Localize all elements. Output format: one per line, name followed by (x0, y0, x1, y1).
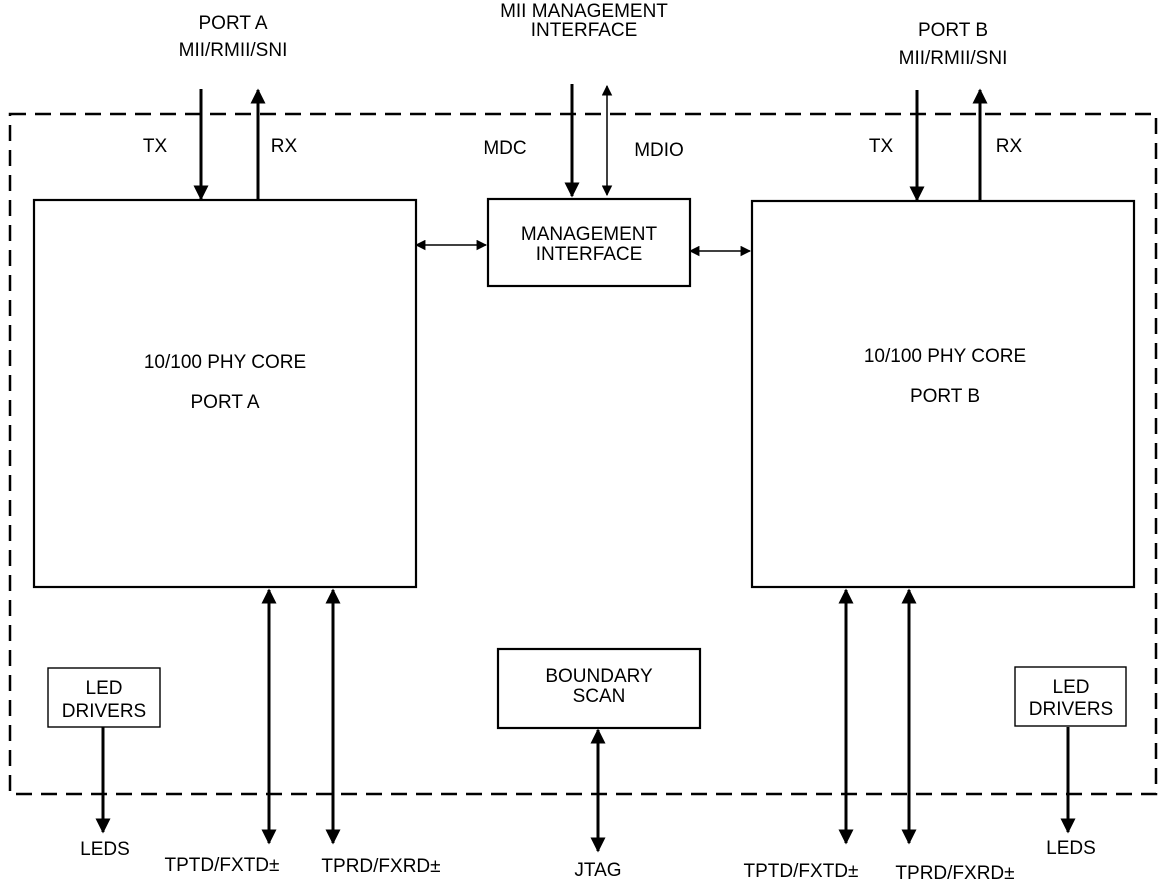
port-b-subtitle: MII/RMII/SNI (899, 48, 1008, 69)
port-b-tprd-label: TPRD/FXRD± (895, 863, 1014, 884)
mii-mgmt-line2: INTERFACE (531, 20, 638, 41)
phy-core-a-line1: 10/100 PHY CORE (144, 352, 306, 373)
mgmt-box-line2: INTERFACE (536, 244, 643, 265)
port-a-title: PORT A (199, 13, 268, 34)
port-b-tptd-label: TPTD/FXTD± (744, 861, 859, 882)
led-drivers-b-line2: DRIVERS (1029, 699, 1113, 720)
phy-core-a-box (32, 198, 418, 589)
port-a-tprd-label: TPRD/FXRD± (321, 856, 440, 877)
led-drivers-a-line1: LED (86, 678, 123, 699)
led-drivers-b-line1: LED (1053, 677, 1090, 698)
port-b-title: PORT B (918, 20, 988, 41)
phy-core-b-line1: 10/100 PHY CORE (864, 346, 1026, 367)
led-drivers-a-line2: DRIVERS (62, 701, 146, 722)
jtag-label: JTAG (574, 860, 621, 881)
mdc-label: MDC (483, 138, 526, 159)
phy-core-b-line2: PORT B (910, 386, 980, 407)
port-b-rx-label: RX (996, 136, 1023, 157)
leds-a-label: LEDS (80, 839, 130, 860)
phy-core-a-line2: PORT A (191, 392, 260, 413)
led-drivers-a-box (47, 667, 161, 728)
leds-b-label: LEDS (1046, 838, 1096, 859)
mdio-label: MDIO (634, 140, 684, 161)
port-a-subtitle: MII/RMII/SNI (179, 40, 288, 61)
phy-core-b-box (750, 199, 1136, 589)
led-drivers-b-box (1014, 666, 1127, 727)
port-a-tx-label: TX (143, 136, 168, 157)
boundary-scan-box (496, 647, 702, 730)
port-b-tx-label: TX (869, 136, 894, 157)
chip-boundary (8, 112, 1158, 796)
port-a-tptd-label: TPTD/FXTD± (165, 855, 280, 876)
mgmt-box-line1: MANAGEMENT (521, 224, 658, 245)
boundary-scan-line2: SCAN (573, 686, 626, 707)
boundary-scan-line1: BOUNDARY (545, 666, 653, 687)
mii-mgmt-line1: MII MANAGEMENT (500, 1, 668, 22)
management-interface-box (486, 197, 692, 288)
port-a-rx-label: RX (271, 136, 298, 157)
